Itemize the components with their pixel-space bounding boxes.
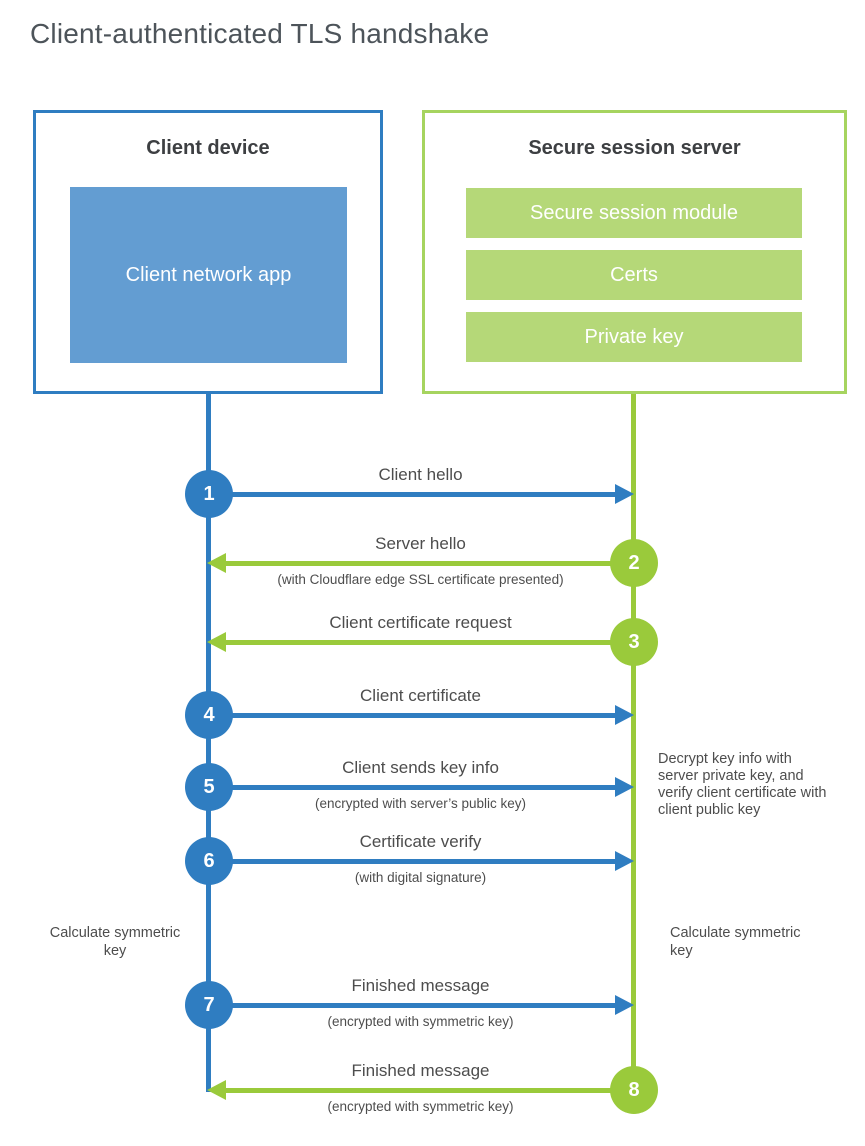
page-title: Client-authenticated TLS handshake	[30, 18, 490, 49]
client-network-app-label: Client network app	[125, 264, 292, 286]
step-label: Finished message	[351, 976, 490, 995]
server-module-bar: Certs	[466, 250, 802, 300]
server-module-bar: Secure session module	[466, 188, 802, 238]
server-module-bar: Private key	[466, 312, 802, 362]
arrow-right-icon	[615, 484, 634, 504]
server-lifeline	[631, 394, 636, 1092]
step-label: Client sends key info	[342, 758, 499, 777]
arrow-left-icon	[207, 1080, 226, 1100]
step-label: Finished message	[351, 1061, 490, 1080]
arrow-right-icon	[615, 705, 634, 725]
module-label: Secure session module	[530, 201, 738, 224]
step-sublabel: (encrypted with symmetric key)	[327, 1014, 514, 1029]
arrow-line	[226, 561, 631, 566]
step-label: Server hello	[375, 534, 466, 553]
arrow-right-icon	[615, 995, 634, 1015]
step-sublabel: (encrypted with symmetric key)	[327, 1099, 514, 1114]
client-lifeline	[206, 394, 211, 1092]
step-number-badge: 7	[185, 981, 233, 1029]
step-label: Client certificate request	[329, 613, 512, 632]
arrow-line	[211, 785, 615, 790]
arrow-line	[211, 492, 615, 497]
step-number-badge: 8	[610, 1066, 658, 1114]
arrow-right-icon	[615, 851, 634, 871]
arrow-line	[226, 640, 631, 645]
step-sublabel: (with Cloudflare edge SSL certificate pr…	[277, 572, 564, 587]
client-device-title: Client device	[146, 137, 270, 159]
step-label: Client certificate	[360, 686, 481, 705]
arrow-line	[211, 713, 615, 718]
step-sublabel: (with digital signature)	[354, 870, 487, 885]
module-label: Certs	[610, 263, 658, 286]
arrow-right-icon	[615, 777, 634, 797]
arrow-left-icon	[207, 632, 226, 652]
arrow-left-icon	[207, 553, 226, 573]
step-label: Client hello	[378, 465, 463, 484]
decrypt-key-note: Decrypt key info with server private key…	[658, 751, 827, 818]
step-label: Certificate verify	[359, 832, 482, 851]
calculate-symmetric-key-right: Calculate symmetric key	[670, 925, 801, 959]
arrow-line	[211, 1003, 615, 1008]
arrow-line	[226, 1088, 631, 1093]
client-network-app-box: Client network app	[70, 187, 347, 363]
step-sublabel: (encrypted with server’s public key)	[314, 796, 527, 811]
module-label: Private key	[584, 325, 684, 348]
step-number-badge: 2	[610, 539, 658, 587]
secure-session-server-title: Secure session server	[528, 137, 741, 159]
step-number-badge: 5	[185, 763, 233, 811]
calculate-symmetric-key-left: Calculate symmetric key	[49, 925, 181, 959]
step-number-badge: 4	[185, 691, 233, 739]
step-number-badge: 6	[185, 837, 233, 885]
step-number-badge: 3	[610, 618, 658, 666]
arrow-line	[211, 859, 615, 864]
step-number-badge: 1	[185, 470, 233, 518]
